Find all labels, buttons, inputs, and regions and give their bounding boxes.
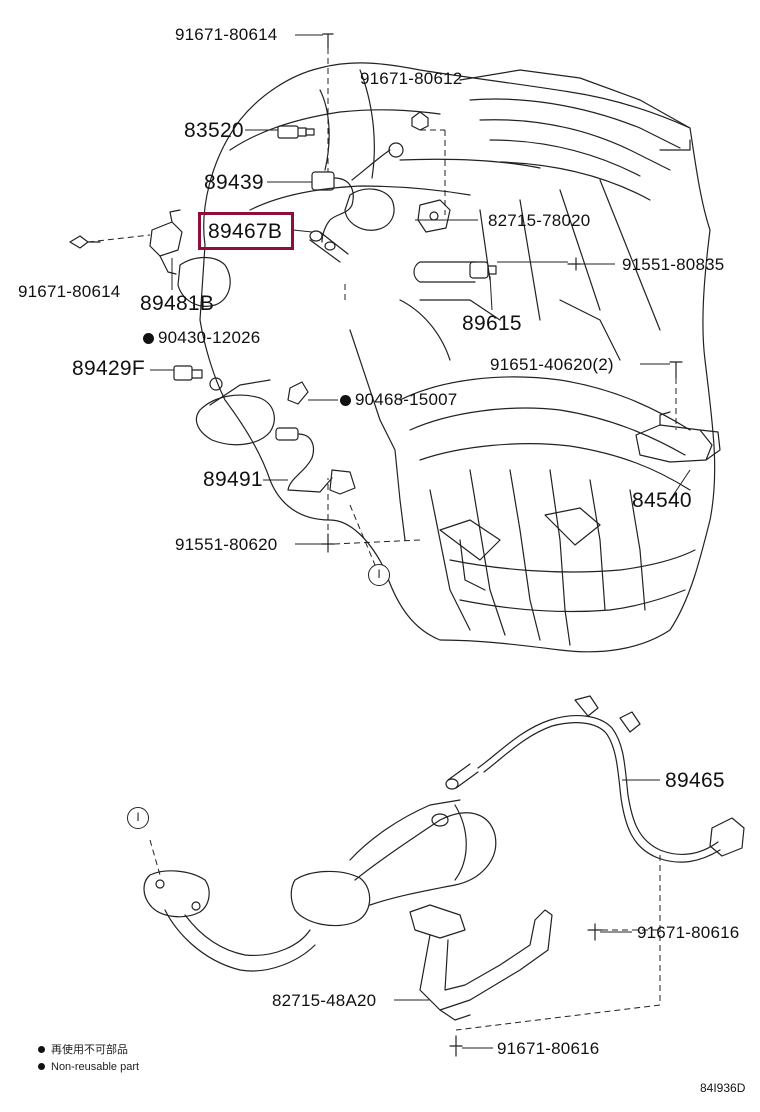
exhaust-pipe-assembly [143, 799, 497, 972]
label-91671-80612: 91671-80612 [360, 69, 463, 88]
label-82715-78020: 82715-78020 [488, 211, 591, 230]
sensor-89439 [311, 142, 404, 243]
label-82715-48A20: 82715-48A20 [272, 991, 377, 1010]
legend-non-reusable-en: Non-reusable part [38, 1062, 139, 1073]
label-91671-80614-left: 91671-80614 [18, 282, 121, 301]
oxygen-sensor-89467B [309, 230, 349, 263]
label-89439: 89439 [204, 171, 264, 194]
label-89615: 89615 [462, 312, 522, 335]
label-91651-40620: 91651-40620(2) [490, 355, 614, 374]
label-90430-12026: 90430-12026 [143, 329, 260, 346]
bracket-82715-48A20 [409, 904, 553, 1021]
transaxle-outline [349, 299, 696, 646]
label-83520: 83520 [184, 119, 244, 142]
label-89491: 89491 [203, 468, 263, 491]
label-91551-80835: 91551-80835 [622, 255, 725, 274]
label-89481B: 89481B [140, 292, 215, 315]
sensor-89429F [173, 365, 203, 381]
label-89429F: 89429F [72, 357, 146, 380]
leader-lines [150, 34, 691, 1049]
sensor-89481B [149, 209, 183, 275]
legend-non-reusable-jp: 再使用不可部品 [38, 1045, 128, 1056]
diagram-code: 84I936D [700, 1081, 746, 1095]
label-89465: 89465 [665, 769, 725, 792]
switch-84540 [635, 411, 721, 463]
sensor-89615 [469, 261, 497, 279]
engine-block-outline [199, 62, 716, 653]
label-91551-80620: 91551-80620 [175, 535, 278, 554]
label-91671-80614-top: 91671-80614 [175, 25, 278, 44]
label-91671-80616-right: 91671-80616 [637, 923, 740, 942]
highlight-box [198, 212, 294, 250]
exhaust-manifold-outline [177, 188, 395, 446]
oil-pressure-switch-83520 [277, 125, 315, 139]
label-89467B: 89467B [208, 220, 283, 243]
ref-circle-lower: I [127, 807, 149, 829]
dashed-leaders [87, 48, 677, 1031]
ref-circle-upper: I [368, 564, 390, 586]
oxygen-sensor-89465 [445, 695, 745, 863]
sensor-89491 [275, 427, 356, 495]
label-90468-15007: 90468-15007 [340, 391, 457, 408]
label-84540: 84540 [632, 489, 692, 512]
label-91671-80616-bottom: 91671-80616 [497, 1039, 600, 1058]
